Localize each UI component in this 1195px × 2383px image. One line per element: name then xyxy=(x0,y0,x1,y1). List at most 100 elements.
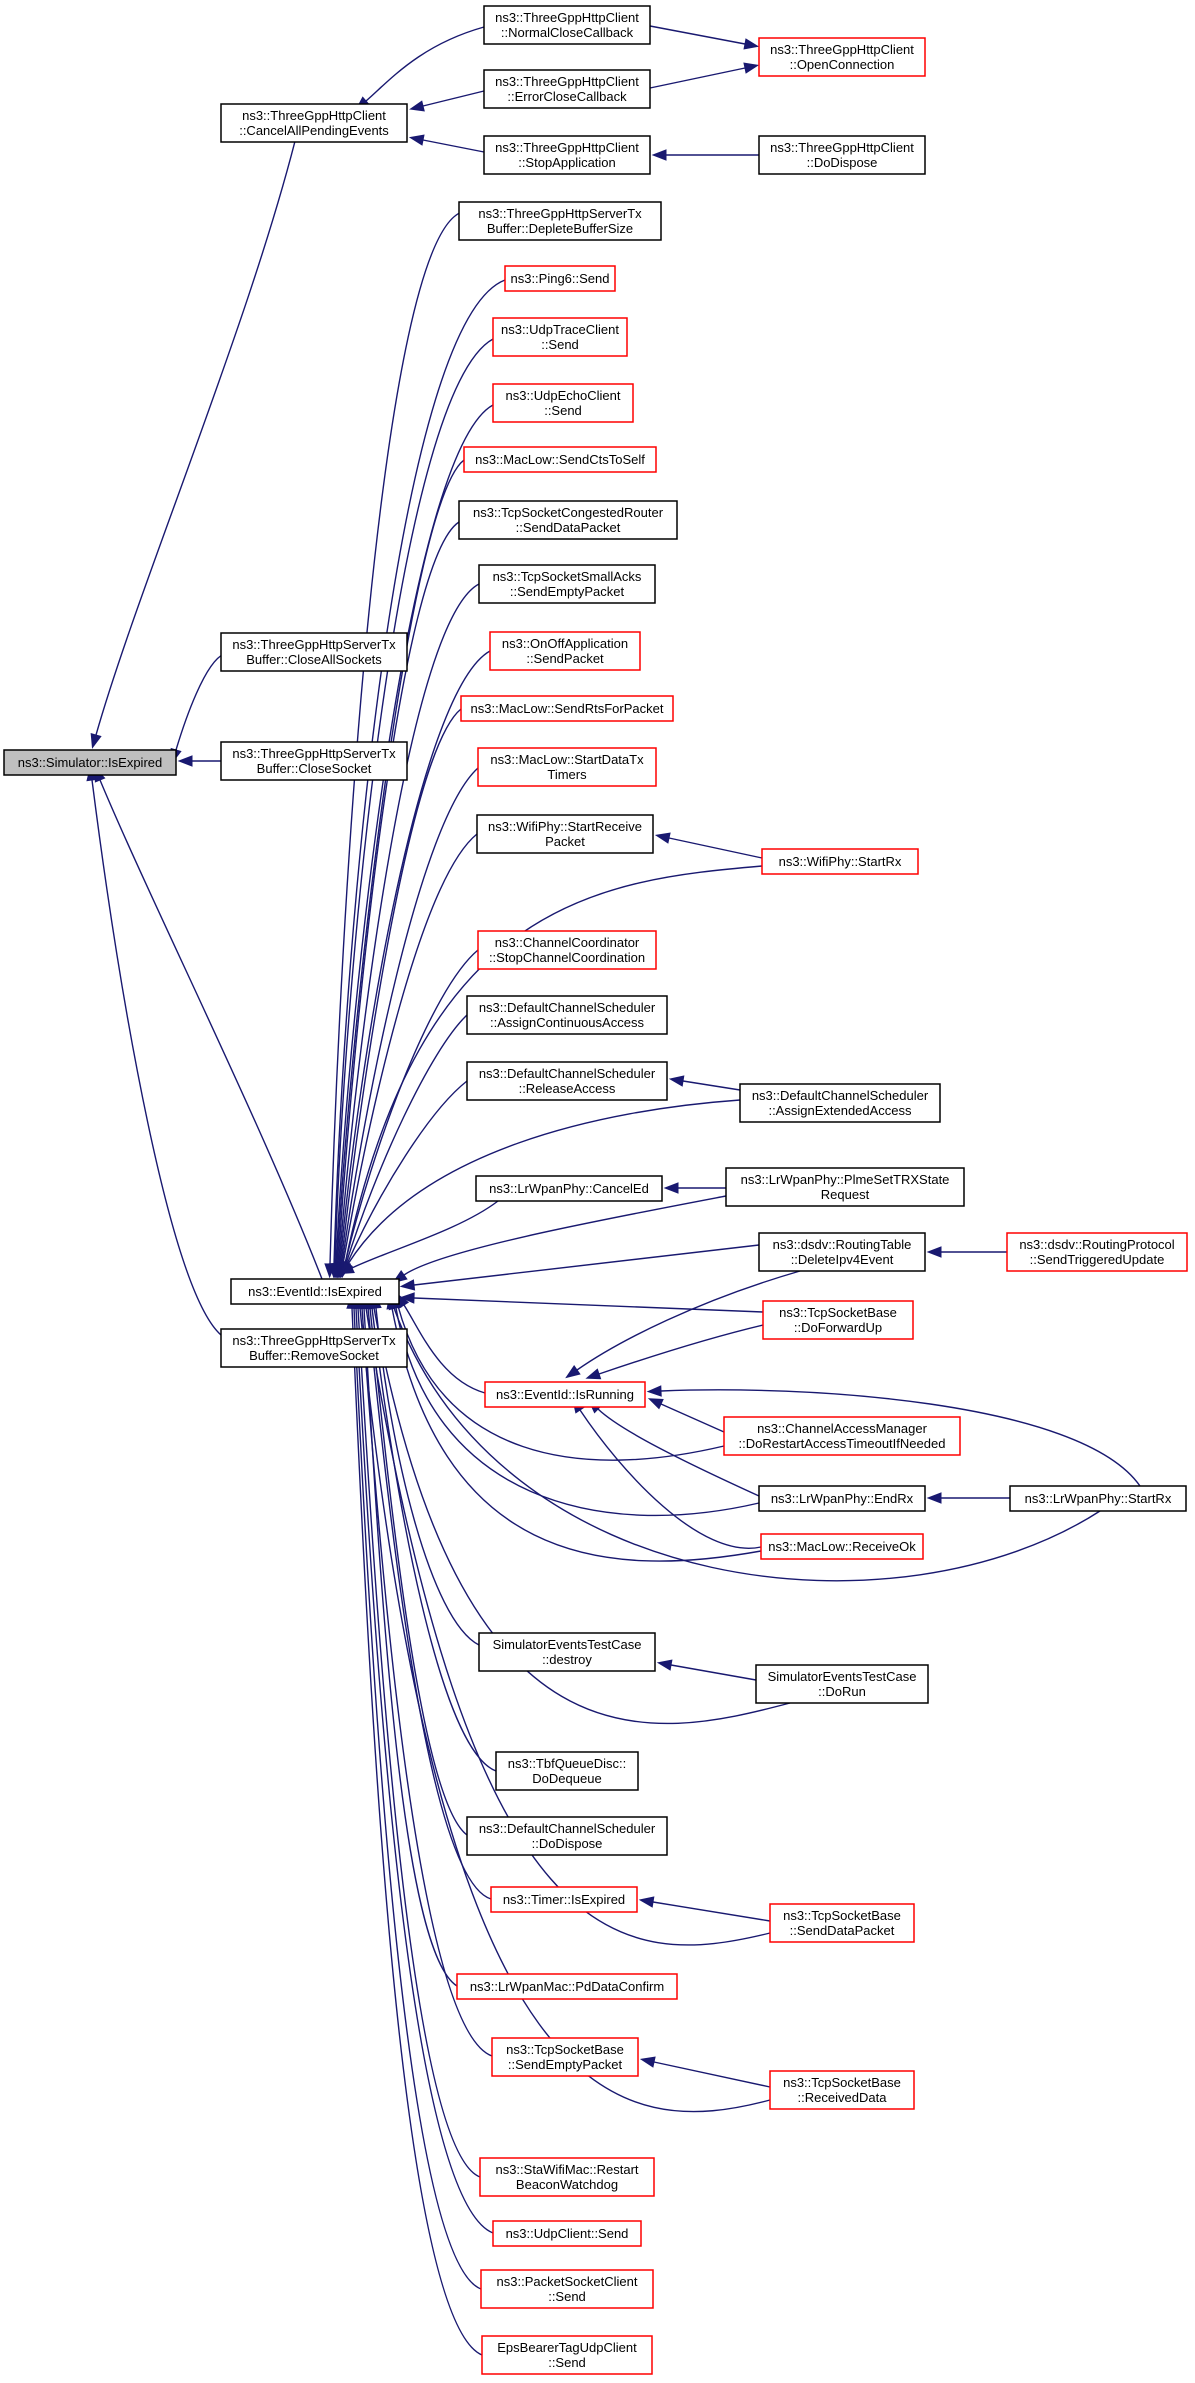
node-box[interactable] xyxy=(723,1416,961,1456)
node-macRecvOk[interactable]: ns3::MacLow::ReceiveOk xyxy=(760,1533,924,1560)
node-wifiStartRx[interactable]: ns3::WifiPhy::StartRx xyxy=(761,848,919,875)
node-box[interactable] xyxy=(483,135,651,175)
node-box[interactable] xyxy=(504,265,616,292)
node-sendCts[interactable]: ns3::MacLow::SendCtsToSelf xyxy=(463,446,657,473)
node-box[interactable] xyxy=(1006,1232,1188,1272)
node-chanAccMgr[interactable]: ns3::ChannelAccessManager::DoRestartAcce… xyxy=(723,1416,961,1456)
node-dsdvDelete[interactable]: ns3::dsdv::RoutingTable::DeleteIpv4Event xyxy=(758,1232,926,1272)
node-box[interactable] xyxy=(480,2269,654,2309)
node-simDoRun[interactable]: SimulatorEventsTestCase::DoRun xyxy=(755,1664,929,1704)
node-box[interactable] xyxy=(739,1083,941,1123)
node-box[interactable] xyxy=(466,1816,668,1856)
node-stopApp[interactable]: ns3::ThreeGppHttpClient::StopApplication xyxy=(483,135,651,175)
node-box[interactable] xyxy=(458,500,678,540)
node-box[interactable] xyxy=(492,317,628,357)
node-box[interactable] xyxy=(220,1328,408,1368)
node-box[interactable] xyxy=(230,1278,400,1305)
node-box[interactable] xyxy=(481,2335,653,2375)
node-defDispose[interactable]: ns3::DefaultChannelScheduler::DoDispose xyxy=(466,1816,668,1856)
node-box[interactable] xyxy=(761,848,919,875)
node-doDisposeHttp[interactable]: ns3::ThreeGppHttpClient::DoDispose xyxy=(758,135,926,175)
node-box[interactable] xyxy=(490,1886,638,1913)
node-box[interactable] xyxy=(484,1381,646,1408)
node-box[interactable] xyxy=(492,2220,642,2247)
node-box[interactable] xyxy=(758,1485,926,1512)
node-box[interactable] xyxy=(220,741,408,781)
node-deplete[interactable]: ns3::ThreeGppHttpServerTxBuffer::Deplete… xyxy=(458,201,662,241)
node-box[interactable] xyxy=(477,930,657,970)
node-box[interactable] xyxy=(491,2037,639,2077)
node-tbf[interactable]: ns3::TbfQueueDisc::DoDequeue xyxy=(495,1751,639,1791)
node-box[interactable] xyxy=(479,2157,655,2197)
node-udpEcho[interactable]: ns3::UdpEchoClient::Send xyxy=(492,383,634,423)
node-box[interactable] xyxy=(769,1903,915,1943)
node-box[interactable] xyxy=(495,1751,639,1791)
node-box[interactable] xyxy=(769,2070,915,2110)
node-box[interactable] xyxy=(220,632,408,672)
node-dsdvSend[interactable]: ns3::dsdv::RoutingProtocol::SendTriggere… xyxy=(1006,1232,1188,1272)
node-box[interactable] xyxy=(483,69,651,109)
node-box[interactable] xyxy=(3,749,177,776)
node-timerExp[interactable]: ns3::Timer::IsExpired xyxy=(490,1886,638,1913)
node-box[interactable] xyxy=(466,995,668,1035)
node-errorClose[interactable]: ns3::ThreeGppHttpClient::ErrorCloseCallb… xyxy=(483,69,651,109)
node-box[interactable] xyxy=(220,103,408,143)
node-udpClient[interactable]: ns3::UdpClient::Send xyxy=(492,2220,642,2247)
node-assignExt[interactable]: ns3::DefaultChannelScheduler::AssignExte… xyxy=(739,1083,941,1123)
node-box[interactable] xyxy=(458,201,662,241)
node-box[interactable] xyxy=(489,631,641,671)
node-pktSock[interactable]: ns3::PacketSocketClient::Send xyxy=(480,2269,654,2309)
node-udpTrace[interactable]: ns3::UdpTraceClient::Send xyxy=(492,317,628,357)
node-box[interactable] xyxy=(476,814,654,854)
node-box[interactable] xyxy=(758,135,926,175)
node-releaseAcc[interactable]: ns3::DefaultChannelScheduler::ReleaseAcc… xyxy=(466,1061,668,1101)
node-tcpRecvData[interactable]: ns3::TcpSocketBase::ReceivedData xyxy=(769,2070,915,2110)
node-eventIdExp[interactable]: ns3::EventId::IsExpired xyxy=(230,1278,400,1305)
node-removeSock[interactable]: ns3::ThreeGppHttpServerTxBuffer::RemoveS… xyxy=(220,1328,408,1368)
node-box[interactable] xyxy=(492,383,634,423)
node-onoff[interactable]: ns3::OnOffApplication::SendPacket xyxy=(489,631,641,671)
node-cancelAll[interactable]: ns3::ThreeGppHttpClient::CancelAllPendin… xyxy=(220,103,408,143)
node-box[interactable] xyxy=(725,1167,965,1207)
node-lrStartRx[interactable]: ns3::LrWpanPhy::StartRx xyxy=(1009,1485,1187,1512)
node-box[interactable] xyxy=(456,1973,678,2000)
node-tcpSendEmpty[interactable]: ns3::TcpSocketBase::SendEmptyPacket xyxy=(491,2037,639,2077)
node-tcpCong[interactable]: ns3::TcpSocketCongestedRouter::SendDataP… xyxy=(458,500,678,540)
node-box[interactable] xyxy=(478,1632,656,1672)
node-box[interactable] xyxy=(478,564,656,604)
node-sendRts[interactable]: ns3::MacLow::SendRtsForPacket xyxy=(460,695,674,722)
node-box[interactable] xyxy=(460,695,674,722)
node-box[interactable] xyxy=(463,446,657,473)
node-ping6[interactable]: ns3::Ping6::Send xyxy=(504,265,616,292)
node-isRunning[interactable]: ns3::EventId::IsRunning xyxy=(484,1381,646,1408)
node-box[interactable] xyxy=(475,1175,663,1202)
node-root[interactable]: ns3::Simulator::IsExpired xyxy=(3,749,177,776)
node-tcpSmall[interactable]: ns3::TcpSocketSmallAcks::SendEmptyPacket xyxy=(478,564,656,604)
node-box[interactable] xyxy=(758,37,926,77)
node-simDestroy[interactable]: SimulatorEventsTestCase::destroy xyxy=(478,1632,656,1672)
node-tcpFwd[interactable]: ns3::TcpSocketBase::DoForwardUp xyxy=(762,1300,914,1340)
node-chanCoord[interactable]: ns3::ChannelCoordinator::StopChannelCoor… xyxy=(477,930,657,970)
node-box[interactable] xyxy=(760,1533,924,1560)
node-box[interactable] xyxy=(758,1232,926,1272)
node-box[interactable] xyxy=(762,1300,914,1340)
node-epsBearer[interactable]: EpsBearerTagUdpClient::Send xyxy=(481,2335,653,2375)
node-closeAll[interactable]: ns3::ThreeGppHttpServerTxBuffer::CloseAl… xyxy=(220,632,408,672)
node-lrCancelEd[interactable]: ns3::LrWpanPhy::CancelEd xyxy=(475,1175,663,1202)
node-lrEndRx[interactable]: ns3::LrWpanPhy::EndRx xyxy=(758,1485,926,1512)
node-box[interactable] xyxy=(755,1664,929,1704)
node-closeSock[interactable]: ns3::ThreeGppHttpServerTxBuffer::CloseSo… xyxy=(220,741,408,781)
node-pdData[interactable]: ns3::LrWpanMac::PdDataConfirm xyxy=(456,1973,678,2000)
node-assignCont[interactable]: ns3::DefaultChannelScheduler::AssignCont… xyxy=(466,995,668,1035)
node-tcpSendData[interactable]: ns3::TcpSocketBase::SendDataPacket xyxy=(769,1903,915,1943)
node-box[interactable] xyxy=(483,5,651,45)
node-box[interactable] xyxy=(1009,1485,1187,1512)
node-box[interactable] xyxy=(477,747,657,787)
node-normalClose[interactable]: ns3::ThreeGppHttpClient::NormalCloseCall… xyxy=(483,5,651,45)
node-box[interactable] xyxy=(466,1061,668,1101)
node-openConn[interactable]: ns3::ThreeGppHttpClient::OpenConnection xyxy=(758,37,926,77)
